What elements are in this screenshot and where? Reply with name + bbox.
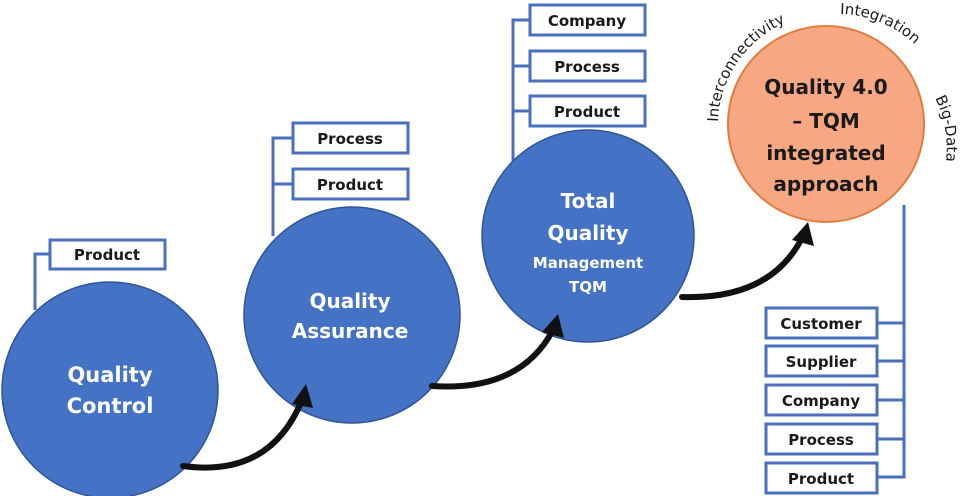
arrowhead-icon	[792, 222, 814, 246]
scope-box-qa-process: Process	[291, 121, 410, 155]
stage-label-line: Quality	[547, 221, 628, 245]
stage-label-line: integrated	[766, 141, 885, 165]
stage-circle-tqm	[481, 129, 695, 343]
scope-box-q40-customer: Customer	[764, 306, 879, 340]
stage-circle-q40	[727, 25, 925, 223]
scope-label: Product	[317, 176, 383, 194]
stage-circle-qa	[243, 206, 461, 424]
connector-tqm	[511, 18, 530, 162]
scope-label: Product	[74, 246, 140, 264]
stage-label-line: Quality	[67, 363, 152, 387]
scope-box-tqm-company: Company	[528, 3, 647, 37]
arrow-qc-to-qa	[180, 384, 313, 471]
stage-quality-4-0: Customer Supplier Company Process Produc…	[704, 0, 960, 495]
arrowhead-icon	[542, 314, 564, 338]
stage-label-line: Assurance	[292, 319, 409, 343]
connector-q40	[877, 205, 906, 479]
stage-tqm: Company Process Product Total Quality Ma…	[481, 3, 695, 343]
arrow-tqm-to-q40	[679, 222, 814, 301]
scope-box-tqm-product: Product	[528, 94, 647, 128]
scope-label: Process	[317, 130, 383, 148]
stage-label-line: approach	[773, 172, 878, 196]
stage-quality-assurance: Process Product Quality Assurance	[243, 121, 461, 424]
stage-circle-qc	[1, 281, 219, 496]
scope-box-q40-process: Process	[764, 422, 879, 456]
scope-box-q40-product: Product	[764, 461, 879, 495]
scope-label: Product	[788, 470, 854, 488]
scope-box-qa-product: Product	[291, 167, 410, 201]
connector-qa	[271, 136, 293, 236]
stage-label-line: Quality	[309, 289, 390, 313]
stage-label-line: Management	[533, 254, 643, 272]
arrowhead-icon	[292, 384, 313, 408]
stage-label-line: Control	[67, 394, 154, 418]
scope-label: Company	[782, 392, 860, 410]
arrow-qa-to-tqm	[429, 314, 564, 390]
ring-label-big-data: Big-Data	[931, 92, 960, 162]
connector-qc	[33, 252, 50, 310]
stage-label-line: TQM	[569, 278, 607, 296]
scope-box-q40-supplier: Supplier	[764, 344, 879, 378]
scope-box-qc-product: Product	[48, 238, 167, 271]
scope-label: Product	[554, 103, 620, 121]
scope-box-tqm-process: Process	[528, 49, 647, 83]
scope-box-q40-company: Company	[764, 383, 879, 417]
scope-label: Process	[554, 58, 620, 76]
stage-label-line: – TQM	[792, 109, 860, 133]
scope-label: Supplier	[786, 353, 857, 371]
stage-quality-control: Product Quality Control	[1, 238, 219, 496]
scope-label: Company	[548, 12, 626, 30]
stage-label-line: Total	[561, 189, 616, 213]
stage-label-line: Quality 4.0	[764, 75, 887, 99]
scope-label: Process	[788, 431, 854, 449]
scope-label: Customer	[780, 315, 862, 333]
